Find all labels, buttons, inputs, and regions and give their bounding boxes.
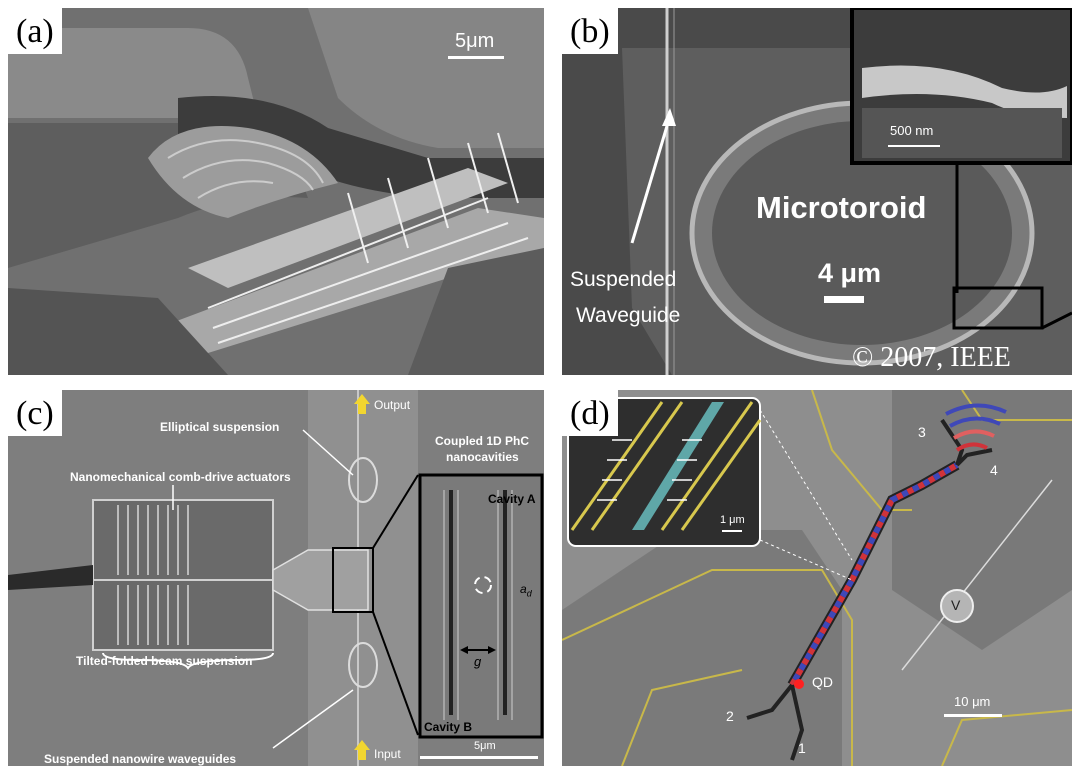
panel-label-b: (b) bbox=[562, 8, 618, 54]
inset-scale-bar-d bbox=[722, 530, 742, 532]
copyright-label: © 2007, IEEE bbox=[852, 342, 1011, 373]
port-4-label: 4 bbox=[990, 462, 998, 478]
inset-scale-label-b: 500 nm bbox=[890, 123, 934, 138]
scale-bar-d bbox=[944, 714, 1002, 717]
sem-image-d bbox=[562, 390, 1072, 766]
panel-d: (d) 1 μm QD V 1 2 3 4 10 μm bbox=[562, 390, 1072, 766]
cavity-a-label: Cavity A bbox=[488, 492, 536, 506]
sem-image-b bbox=[562, 8, 1072, 375]
panel-label-a: (a) bbox=[8, 8, 62, 54]
waveguide-label-2: Waveguide bbox=[576, 304, 681, 327]
comb-drive-label: Nanomechanical comb-drive actuators bbox=[70, 470, 291, 484]
scale-bar-a bbox=[448, 56, 504, 59]
cavity-b-label: Cavity B bbox=[424, 720, 473, 734]
voltage-label: V bbox=[951, 597, 961, 613]
panel-b: (b) 500 nm Microtoroid 4 μm Suspended Wa… bbox=[562, 8, 1072, 375]
scale-label-c: 5μm bbox=[474, 740, 496, 752]
qd-label: QD bbox=[812, 674, 833, 690]
panel-a: (a) 5μm bbox=[8, 8, 544, 375]
scale-bar-b bbox=[824, 296, 864, 303]
microtoroid-label: Microtoroid bbox=[756, 190, 927, 225]
inset-scale-bar-b bbox=[888, 145, 940, 147]
input-label: Input bbox=[374, 747, 401, 761]
gap-label: g bbox=[474, 654, 482, 669]
elliptical-suspension-label: Elliptical suspension bbox=[160, 420, 280, 434]
sem-image-a bbox=[8, 8, 544, 375]
output-label: Output bbox=[374, 398, 411, 412]
scale-label-a: 5μm bbox=[455, 30, 495, 52]
panel-label-c: (c) bbox=[8, 390, 62, 436]
waveguide-label-1: Suspended bbox=[570, 268, 677, 291]
lattice-label-sub: d bbox=[526, 588, 532, 599]
lattice-label-a: a bbox=[520, 582, 527, 596]
port-1-label: 1 bbox=[798, 740, 806, 756]
panel-label-d: (d) bbox=[562, 390, 618, 436]
inset-scale-label-d: 1 μm bbox=[720, 514, 745, 526]
scale-label-d: 10 μm bbox=[954, 694, 991, 709]
lattice-label: ad bbox=[520, 582, 532, 598]
nanowire-waveguides-label: Suspended nanowire waveguides bbox=[44, 752, 237, 766]
tilted-beam-label: Tilted-folded beam suspension bbox=[76, 654, 253, 668]
sem-image-c bbox=[8, 390, 544, 766]
coupled-phc-label-1: Coupled 1D PhC bbox=[435, 434, 530, 448]
scale-label-b: 4 μm bbox=[818, 258, 882, 288]
port-2-label: 2 bbox=[726, 708, 734, 724]
coupled-phc-label-2: nanocavities bbox=[446, 450, 519, 464]
panel-c: (c) Output Input Elliptical suspension N… bbox=[8, 390, 544, 766]
port-3-label: 3 bbox=[918, 424, 926, 440]
scale-bar-c bbox=[420, 756, 538, 759]
